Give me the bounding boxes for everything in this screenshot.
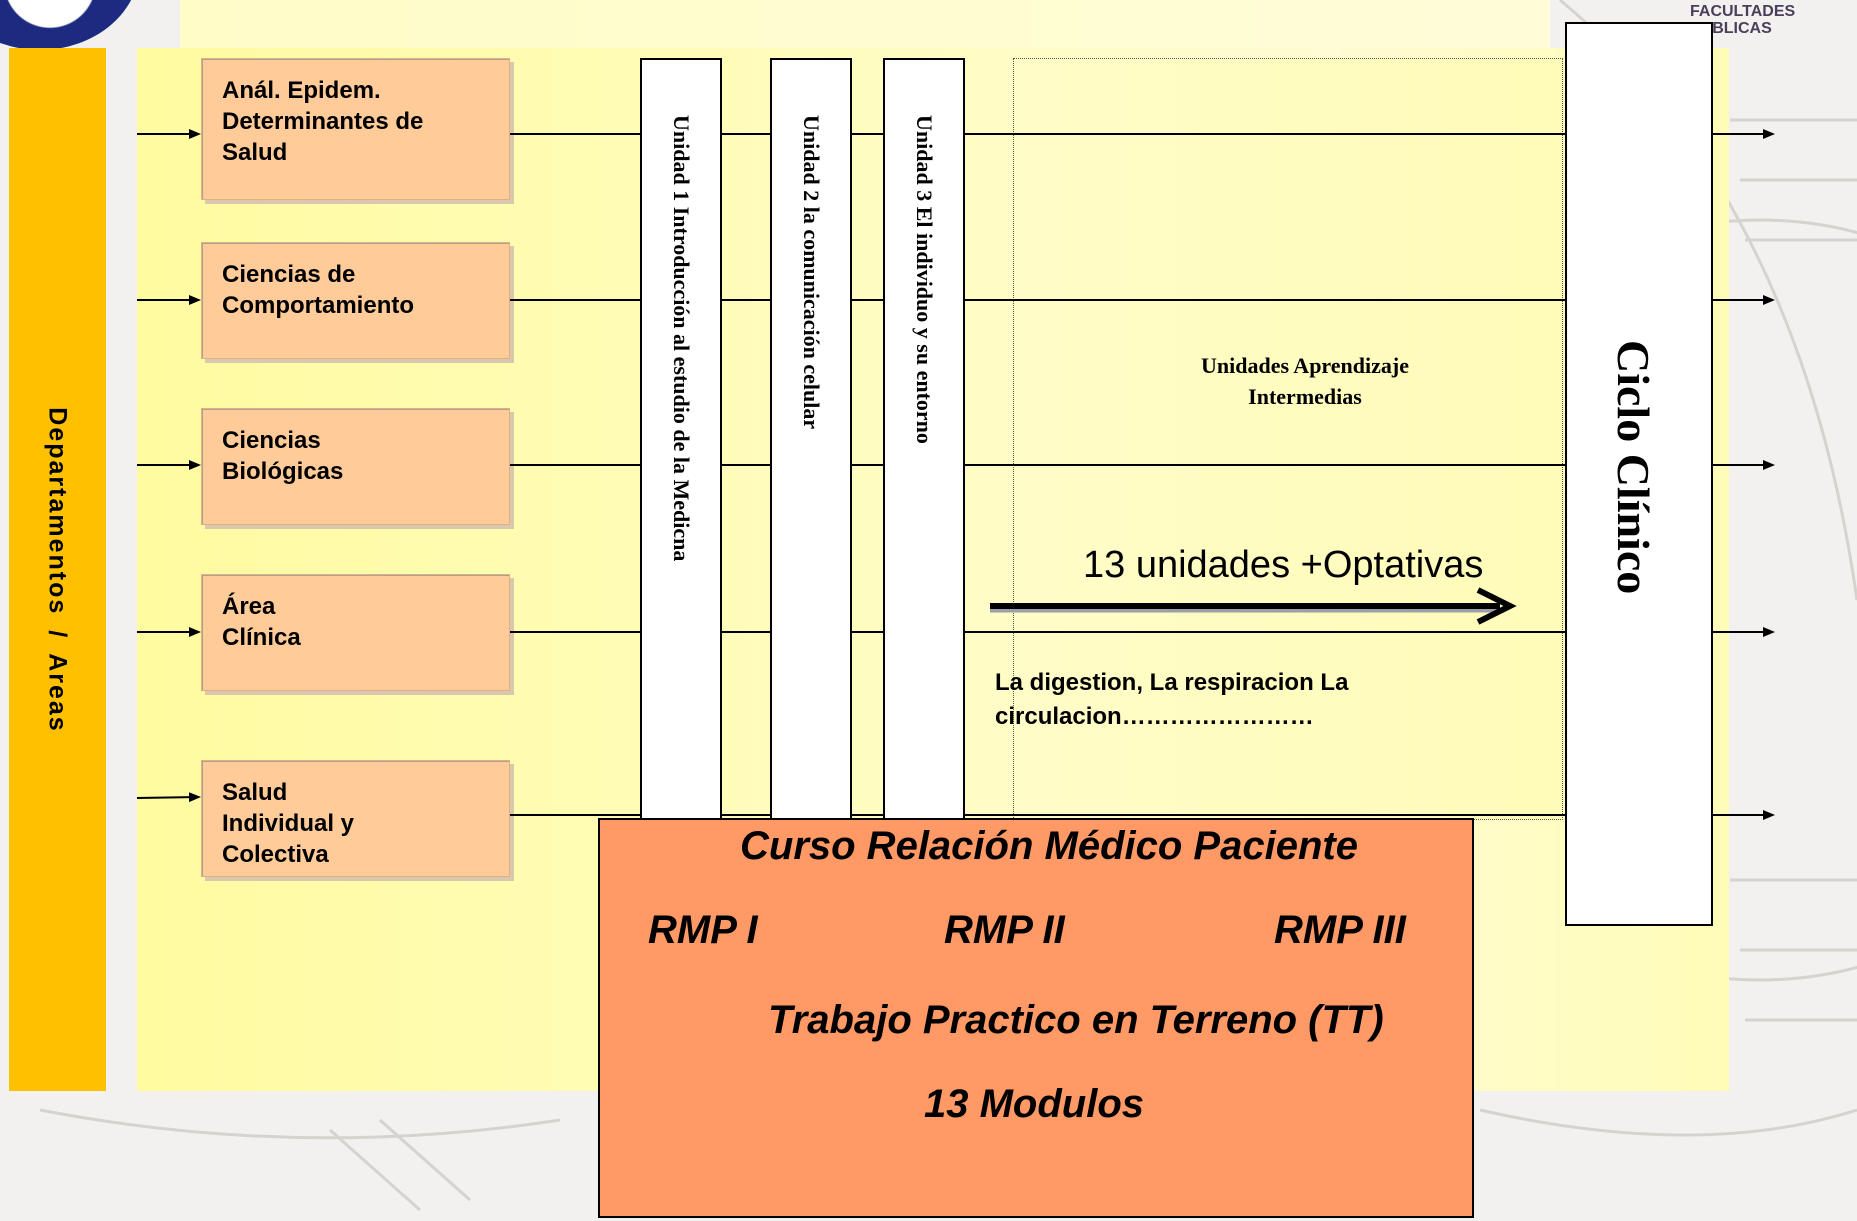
fieldwork-label: Trabajo Practico en Terreno (TT) <box>768 998 1384 1042</box>
unit-column-1 <box>640 58 722 820</box>
department-label: Salud Individual y Colectiva <box>222 779 355 868</box>
clinical-cycle-box <box>1565 22 1713 926</box>
arrow-to-dept-5 <box>136 792 201 803</box>
department-box-biologicas: Ciencias Biológicas <box>201 408 510 525</box>
unit-column-3 <box>883 58 965 820</box>
unit-3-label: Unidad 3 El individuo y su entorno <box>912 115 937 444</box>
unit-1-label: Unidad 1 Introducción al estudio de la M… <box>669 115 694 562</box>
department-label: Anál. Epidem. Determinantes de Salud <box>222 77 424 166</box>
unit-2-label: Unidad 2 la comunicación celular <box>799 115 824 430</box>
department-label: Ciencias de Comportamiento <box>222 261 414 319</box>
department-box-epidem: Anál. Epidem. Determinantes de Salud <box>201 58 510 200</box>
rmp-1: RMP I <box>648 908 758 952</box>
intermediate-units-examples: La digestion, La respiracion La circulac… <box>995 669 1349 730</box>
department-box-salud: Salud Individual y Colectiva <box>201 760 510 877</box>
progress-arrow <box>990 587 1517 625</box>
department-box-clinica: Área Clínica <box>201 574 510 691</box>
intermediate-units-title: Unidades Aprendizaje Intermedias <box>1200 353 1409 409</box>
rmp-2: RMP II <box>944 908 1065 952</box>
departments-bar <box>9 48 106 1091</box>
department-box-comportamiento: Ciencias de Comportamiento <box>201 242 510 359</box>
department-label: Ciencias Biológicas <box>222 427 344 485</box>
department-label: Área Clínica <box>222 593 301 651</box>
clinical-cycle-label: Ciclo Clínico <box>1608 340 1659 595</box>
course-box: Curso Relación Médico Paciente RMP I RMP… <box>598 818 1474 1218</box>
unit-column-2 <box>770 58 852 820</box>
rmp-3: RMP III <box>1274 908 1406 952</box>
intermediate-units-box <box>1013 58 1563 820</box>
modules-label: 13 Modulos <box>924 1082 1145 1126</box>
panel-top-strip <box>180 0 1550 48</box>
intermediate-units-count: 13 unidades +Optativas <box>1083 544 1484 586</box>
course-title: Curso Relación Médico Paciente <box>740 824 1358 868</box>
